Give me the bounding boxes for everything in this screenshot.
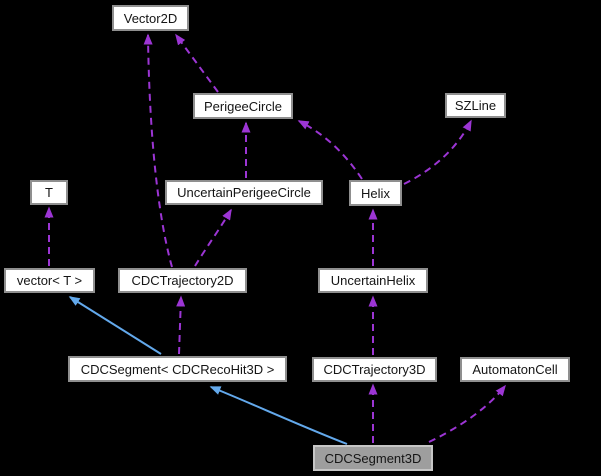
edge-perigeecircle-to-vector2d	[175, 33, 219, 93]
node-vector-t[interactable]: vector< T >	[4, 268, 95, 293]
node-cdctrajectory3d[interactable]: CDCTrajectory3D	[312, 357, 437, 382]
edge-cdcsegment-to-cdctrajectory2d	[176, 295, 186, 355]
node-uncertainhelix[interactable]: UncertainHelix	[318, 268, 428, 293]
edge-cdctrajectory2d-to-uncertainperigeecircle	[194, 208, 232, 267]
edge-cdcsegment3d-to-automatoncell	[428, 384, 506, 443]
edge-cdctrajectory2d-to-vector2d	[143, 33, 173, 268]
node-uncertainperigeecircle[interactable]: UncertainPerigeeCircle	[165, 180, 323, 205]
node-szline[interactable]: SZLine	[445, 93, 506, 118]
node-helix[interactable]: Helix	[349, 180, 402, 206]
node-vector2d[interactable]: Vector2D	[112, 5, 189, 31]
node-cdcsegment-cdcrecohit3d[interactable]: CDCSegment< CDCRecoHit3D >	[68, 356, 287, 382]
edge-helix-to-perigeecircle	[297, 120, 363, 180]
node-perigeecircle[interactable]: PerigeeCircle	[193, 93, 293, 119]
node-cdcsegment3d[interactable]: CDCSegment3D	[313, 445, 433, 471]
edge-helix-to-szline	[403, 119, 472, 185]
node-t[interactable]: T	[30, 180, 68, 205]
node-automatoncell[interactable]: AutomatonCell	[460, 357, 570, 382]
node-cdctrajectory2d[interactable]: CDCTrajectory2D	[118, 268, 247, 293]
edge-cdcsegment-to-vector-t	[68, 296, 162, 355]
edge-cdcsegment3d-to-cdcsegment	[209, 386, 348, 445]
